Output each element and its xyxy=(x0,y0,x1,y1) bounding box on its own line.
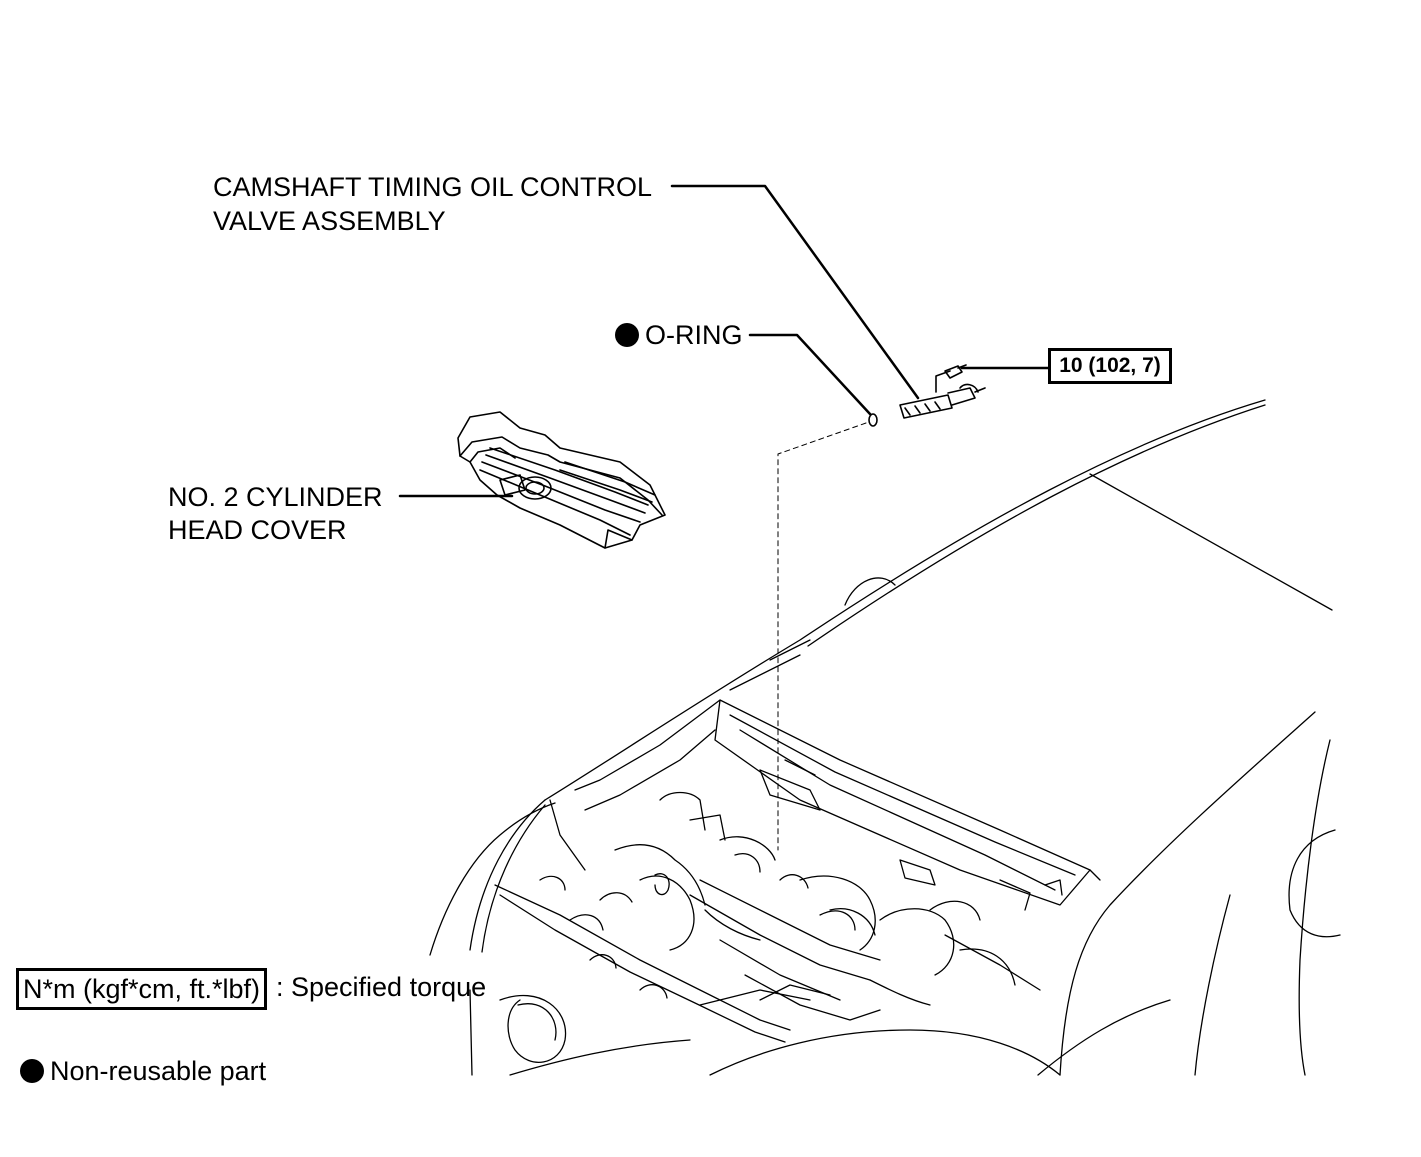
engine-bay-illustration xyxy=(494,699,1101,1043)
non-reusable-legend: Non-reusable part xyxy=(20,1055,266,1088)
torque-legend-description: : Specified torque xyxy=(276,972,487,1002)
valve-label-line1: CAMSHAFT TIMING OIL CONTROL xyxy=(213,172,653,202)
leader-lines xyxy=(398,184,1050,498)
cover-label-line2: HEAD COVER xyxy=(168,515,347,545)
oring-leader-line xyxy=(748,333,872,416)
valve-label-line2: VALVE ASSEMBLY xyxy=(213,206,446,236)
torque-unit-legend-box: N*m (kgf*cm, ft.*lbf) xyxy=(16,968,268,1010)
cylinder-head-cover-illustration xyxy=(457,411,666,549)
filled-circle-icon xyxy=(615,323,639,347)
oring-label: O-RING xyxy=(615,319,743,352)
non-reusable-legend-text: Non-reusable part xyxy=(50,1056,267,1086)
filled-circle-icon xyxy=(20,1059,44,1083)
torque-spec-box: 10 (102, 7) xyxy=(1048,348,1172,384)
installation-reference-line xyxy=(777,422,867,851)
cover-label-line1: NO. 2 CYLINDER xyxy=(168,482,383,512)
oring-label-text: O-RING xyxy=(645,320,743,350)
valve-leader-line xyxy=(670,184,920,400)
o-ring-part xyxy=(868,413,878,427)
vehicle-body-illustration xyxy=(429,399,1341,1076)
oil-control-valve-illustration xyxy=(899,364,986,419)
